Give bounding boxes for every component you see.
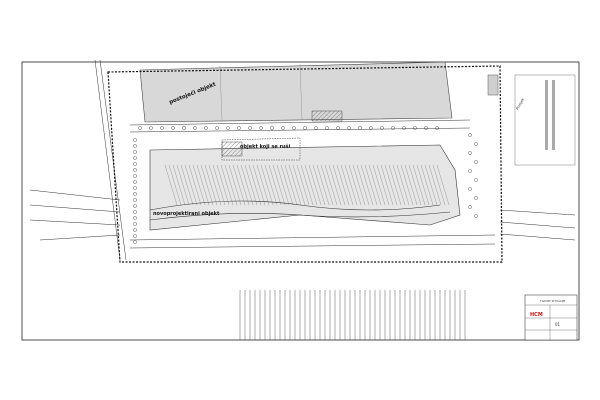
hatched-strip: [311, 110, 343, 122]
project-title: TLOCRT SITUACIJE: [539, 299, 565, 303]
new-building: [149, 144, 461, 231]
side-panel-title: Presjek: [515, 97, 525, 111]
building-to-demolish: [221, 137, 301, 161]
company-logo: HCM: [530, 312, 543, 318]
foundation-lines: [239, 290, 466, 340]
tree-symbols: [133, 126, 478, 244]
label-new-building: novoprojektirani objekt: [153, 211, 220, 217]
wall-curve: [149, 200, 441, 211]
wall-curve: [149, 211, 451, 221]
existing-building: [139, 61, 453, 123]
hatching: [164, 164, 450, 206]
title-block: HCM TLOCRT SITUACIJE 01: [524, 294, 578, 341]
hatched-strip: [221, 141, 243, 157]
side-panel: [514, 74, 576, 166]
road-lines: [29, 59, 576, 261]
site-boundary: [107, 65, 503, 263]
sheet-number: 01: [555, 322, 561, 327]
sheet-border: [21, 61, 580, 341]
label-demolish-building: objekt koji se ruši: [240, 143, 290, 150]
